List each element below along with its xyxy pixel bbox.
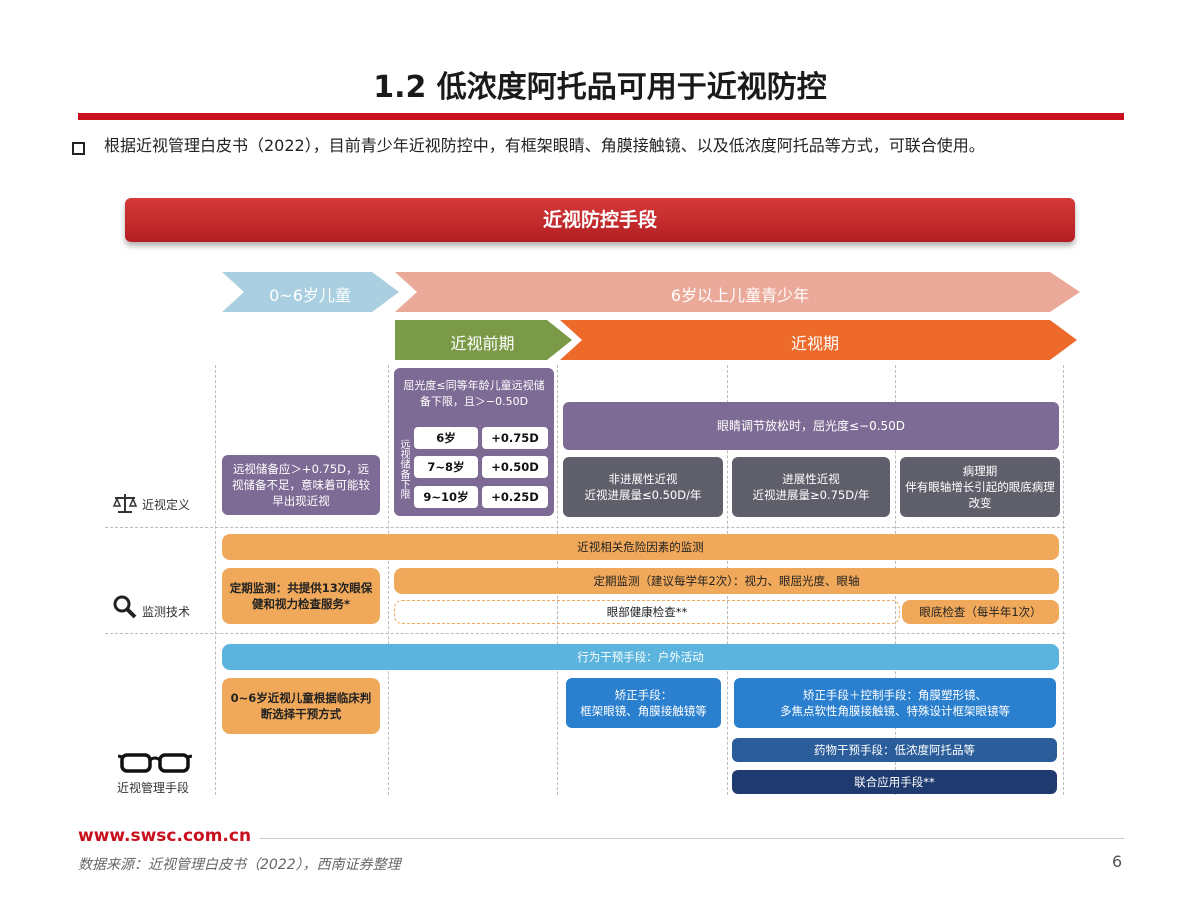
page-number: 6 [1112,852,1123,871]
correction-box: 矫正手段： 框架眼镜、角膜接触镜等 [566,678,721,728]
title-underline [78,113,1124,120]
grid-hline [105,633,1065,634]
behavior-intervention-bar: 行为干预手段：户外活动 [222,644,1059,670]
bullet-text: 根据近视管理白皮书（2022），目前青少年近视防控中，有框架眼睛、角膜接触镜、以… [104,136,985,155]
table-age-cell: 9~10岁 [414,486,478,508]
grid-vline [1063,365,1064,795]
arrow-older [395,272,1080,312]
magnifier-icon [113,595,137,619]
drug-intervention-box: 药物干预手段：低浓度阿托品等 [732,738,1057,762]
arrow-pre-myopia [395,320,572,360]
myopia-definition-box: 眼睛调节放松时，屈光度≤−0.50D [563,402,1059,450]
fundus-check-box: 眼底检查（每半年1次） [902,600,1059,624]
non-progressive-myopia-box: 非进展性近视 近视进展量≤0.50D/年 [563,457,723,517]
young-regular-monitoring-box: 定期监测：共提供13次眼保健和视力检查服务* [222,568,380,624]
risk-factor-monitoring-bar: 近视相关危险因素的监测 [222,534,1059,560]
grid-vline [388,365,389,795]
table-value-cell: +0.50D [482,456,548,478]
stage-pre-label: 近视前期 [450,334,515,353]
side-label-definition: 近视定义 [142,498,191,512]
footer-divider [260,838,1124,839]
age-older-label: 6岁以上儿童青少年 [670,286,810,305]
table-value-cell: +0.75D [482,427,548,449]
regular-monitoring-bar: 定期监测（建议每学年2次）：视力、眼屈光度、眼轴 [394,568,1059,594]
eye-health-check-box: 眼部健康检查** [394,600,900,624]
table-age-cell: 6岁 [414,427,478,449]
arrow-myopia [560,320,1077,360]
age-young-label: 0~6岁儿童 [269,286,351,305]
pre-myopia-side-label: 远视储备下限 [398,439,409,499]
combined-approach-box: 联合应用手段** [732,770,1057,794]
arrows-svg [222,272,1080,360]
pre-myopia-header: 屈光度≤同等年龄儿童远视储备下限，且＞−0.50D [403,379,545,408]
stage-myopia-label: 近视期 [790,334,839,353]
side-label-monitoring: 监测技术 [142,605,191,619]
young-definition-box: 远视储备应＞+0.75D，远视储备不足，意味着可能较早出现近视 [222,455,380,515]
grid-vline [215,365,216,795]
bullet-square-icon [72,142,85,155]
side-label-management: 近视管理手段 [117,781,190,795]
table-age-cell: 7~8岁 [414,456,478,478]
arrow-young [222,272,399,312]
page-title: 1.2 低浓度阿托品可用于近视防控 [373,70,827,105]
scale-icon [112,494,138,513]
progressive-myopia-box: 进展性近视 近视进展量≥0.75D/年 [732,457,890,517]
grid-hline [105,527,1065,528]
footer-url: www.swsc.com.cn [78,826,252,846]
glasses-icon [118,753,192,773]
correction-control-box: 矫正手段＋控制手段：角膜塑形镜、 多焦点软性角膜接触镜、特殊设计框架眼镜等 [734,678,1056,728]
diagram-banner: 近视防控手段 [125,198,1075,242]
footer-source: 数据来源：近视管理白皮书（2022），西南证券整理 [78,857,401,873]
pathological-myopia-box: 病理期 伴有眼轴增长引起的眼底病理改变 [900,457,1060,517]
table-value-cell: +0.25D [482,486,548,508]
young-intervention-box: 0~6岁近视儿童根据临床判断选择干预方式 [222,678,380,734]
